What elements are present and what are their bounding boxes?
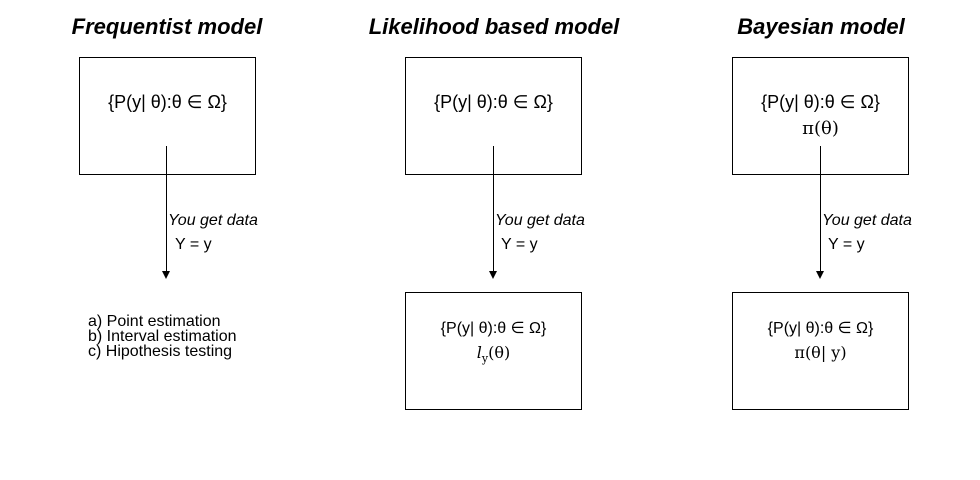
likelihood-argument: (θ) — [488, 343, 511, 362]
bayesian-title: Bayesian model — [737, 14, 905, 39]
likelihood-subscript: y — [481, 352, 489, 366]
likelihood-data-label: You get data — [495, 212, 585, 229]
frequentist-arrow — [166, 146, 167, 272]
frequentist-title: Frequentist model — [71, 14, 263, 39]
likelihood-result-box: {P(y| θ):θ ∈ Ω} ly(θ) — [405, 292, 582, 410]
bayesian-posterior: π(θ| y) — [794, 343, 847, 362]
likelihood-arrow-head — [489, 271, 497, 279]
bayesian-data-label: You get data — [822, 212, 912, 229]
bayesian-result-text: {P(y| θ):θ ∈ Ω} — [767, 320, 874, 337]
frequentist-model-box: {P(y| θ):θ ∈ Ω} — [79, 57, 256, 175]
bayesian-arrow — [820, 146, 821, 272]
bayesian-arrow-head — [816, 271, 824, 279]
likelihood-result-text: {P(y| θ):θ ∈ Ω} — [440, 320, 547, 337]
frequentist-results-list: a) Point estimation b) Interval estimati… — [88, 313, 237, 360]
frequentist-data-eq: Y = y — [175, 236, 212, 253]
likelihood-function: ly(θ) — [406, 343, 581, 365]
result-point-estimation: a) Point estimation — [88, 313, 221, 330]
frequentist-data-label: You get data — [168, 212, 258, 229]
likelihood-symbol: l — [476, 343, 482, 362]
bayesian-data-eq: Y = y — [828, 236, 865, 253]
likelihood-arrow — [493, 146, 494, 272]
likelihood-model-text: {P(y| θ):θ ∈ Ω} — [434, 92, 553, 112]
frequentist-model-text: {P(y| θ):θ ∈ Ω} — [108, 92, 227, 112]
likelihood-title: Likelihood based model — [368, 14, 620, 39]
likelihood-data-eq: Y = y — [501, 236, 538, 253]
result-interval-estimation: b) Interval estimation — [88, 328, 237, 345]
result-hypothesis-testing: c) Hipothesis testing — [88, 343, 233, 360]
bayesian-prior: π(θ) — [802, 118, 839, 139]
bayesian-result-box: {P(y| θ):θ ∈ Ω} π(θ| y) — [732, 292, 909, 410]
bayesian-model-text: {P(y| θ):θ ∈ Ω} — [761, 92, 880, 112]
frequentist-arrow-head — [162, 271, 170, 279]
